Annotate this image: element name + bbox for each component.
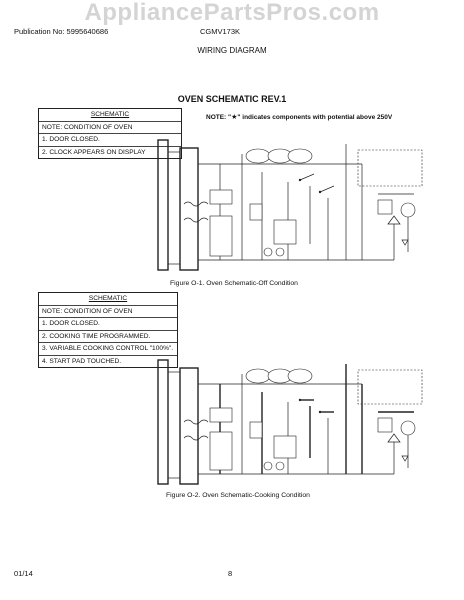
figure2-table-header: SCHEMATIC: [88, 295, 128, 302]
document-title: WIRING DIAGRAM: [197, 46, 267, 55]
figure2-table-row: 3. VARIABLE COOKING CONTROL "100%".: [39, 342, 177, 355]
star-icon: ★: [231, 114, 238, 121]
figure2-condition-table: SCHEMATIC NOTE: CONDITION OF OVEN 1. DOO…: [38, 292, 178, 368]
figure1-caption: Figure O-1. Oven Schematic-Off Condition: [170, 280, 298, 287]
high-voltage-note: NOTE: "★" indicates components with pote…: [206, 113, 392, 121]
figure1-table-header: SCHEMATIC: [90, 111, 130, 118]
figure2-table-row: 2. COOKING TIME PROGRAMMED.: [39, 329, 177, 343]
figure1-condition-table: SCHEMATIC NOTE: CONDITION OF OVEN 1. DOO…: [38, 108, 182, 159]
note-suffix: " indicates components with potential ab…: [237, 114, 393, 121]
publication-number: Publication No: 5995640686: [14, 27, 109, 36]
figure1-table-row: 1. DOOR CLOSED.: [39, 133, 181, 146]
figure2-caption: Figure O-2. Oven Schematic-Cooking Condi…: [166, 492, 310, 499]
figure2-table-row: 4. START PAD TOUCHED.: [39, 354, 177, 368]
figure1-table-row: 2. CLOCK APPEARS ON DISPLAY: [39, 145, 181, 159]
schematic-title: OVEN SCHEMATIC REV.1: [177, 94, 287, 104]
figure2-table-row: NOTE: CONDITION OF OVEN: [39, 304, 177, 318]
model-number: CGMV173K: [200, 27, 241, 36]
watermark: AppliancePartsPros.com: [84, 0, 380, 26]
figure1-table-row: NOTE: CONDITION OF OVEN: [39, 120, 181, 134]
figure2-oven-schematic: [157, 359, 423, 485]
figure1-oven-schematic: [157, 139, 423, 271]
footer-date: 01/14: [14, 569, 33, 578]
note-prefix: NOTE: ": [206, 114, 232, 121]
page-number: 8: [228, 569, 233, 578]
figure2-table-row: 1. DOOR CLOSED.: [39, 317, 177, 330]
